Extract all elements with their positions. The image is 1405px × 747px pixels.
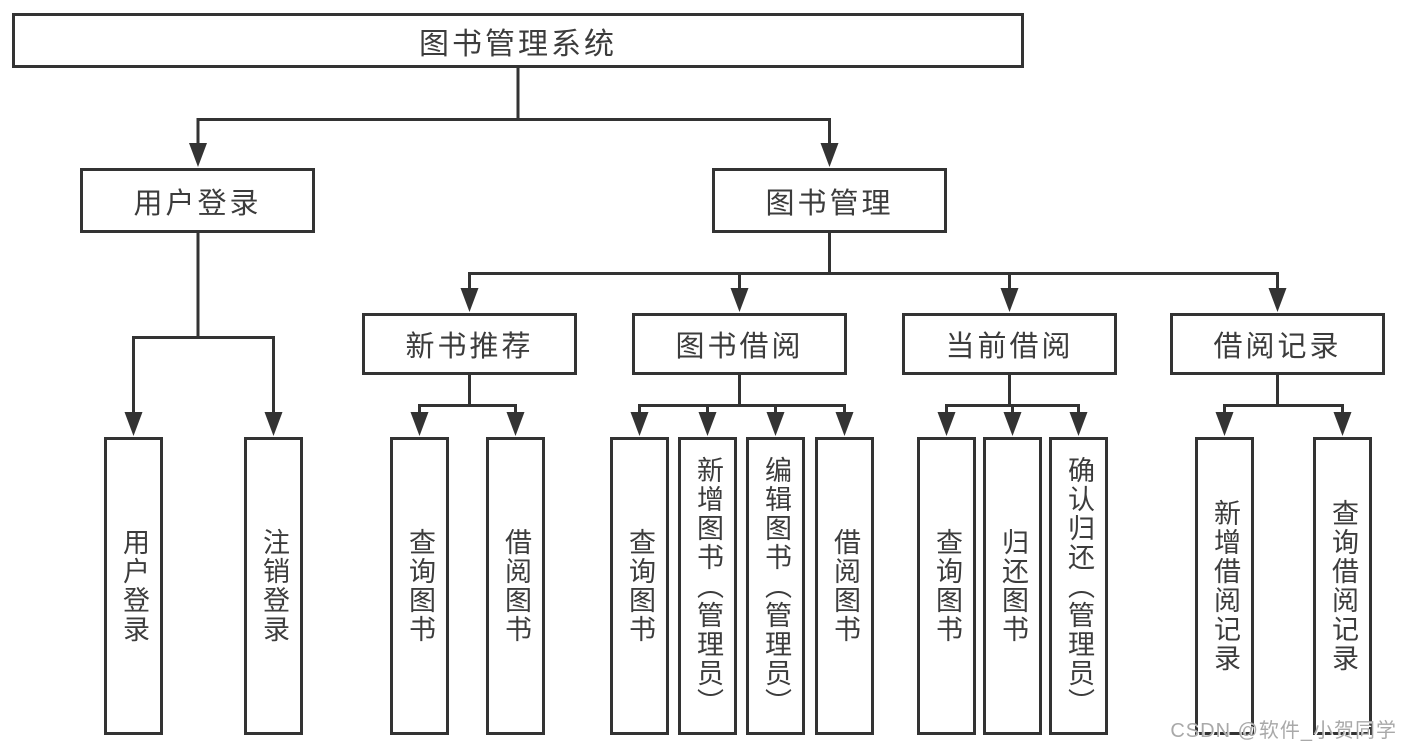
arrowhead [1000, 288, 1019, 312]
leaf-query-books-borrow: 查询图书 [610, 437, 669, 735]
leaf-user-login: 用户登录 [104, 437, 163, 735]
leaf-add-book-admin: 新增图书（管理员） [678, 437, 737, 735]
root-node-library-system: 图书管理系统 [12, 13, 1024, 68]
arrowhead [820, 143, 839, 167]
connector-book-management-children [460, 231, 1287, 312]
connector-new-book-recommend-children [410, 375, 525, 436]
arrowhead [1215, 412, 1234, 436]
leaf-label: 新增图书（管理员） [693, 455, 723, 717]
leaf-borrow-books: 借阅图书 [815, 437, 874, 735]
arrowhead [460, 288, 479, 312]
leaf-return-book: 归还图书 [983, 437, 1042, 735]
leaf-add-borrow-record: 新增借阅记录 [1195, 437, 1254, 735]
csdn-watermark: CSDN @软件_小贺同学 [1170, 720, 1397, 742]
leaf-label: 查询图书 [625, 528, 655, 644]
leaf-confirm-return-admin: 确认归还（管理员） [1049, 437, 1108, 735]
leaf-label: 借阅图书 [830, 528, 860, 644]
leaf-query-borrow-record: 查询借阅记录 [1313, 437, 1372, 735]
arrowhead [1333, 412, 1352, 436]
arrowhead [630, 412, 649, 436]
node-borrow-records: 借阅记录 [1170, 313, 1385, 375]
node-label: 新书推荐 [405, 331, 534, 363]
leaf-logout: 注销登录 [244, 437, 303, 735]
arrowhead [766, 412, 785, 436]
arrowhead [1069, 412, 1088, 436]
arrowhead [1003, 412, 1022, 436]
connector-current-borrow-children [937, 375, 1088, 436]
root-node-label: 图书管理系统 [419, 27, 617, 61]
arrowhead [1268, 288, 1287, 312]
leaf-label: 确认归还（管理员） [1064, 455, 1094, 717]
arrowhead [410, 412, 429, 436]
node-book-management: 图书管理 [712, 168, 947, 233]
arrowhead [730, 288, 749, 312]
leaf-label: 用户登录 [119, 528, 149, 644]
leaf-label: 编辑图书（管理员） [761, 455, 791, 717]
leaf-borrow-books-recommend: 借阅图书 [486, 437, 545, 735]
leaf-label: 新增借阅记录 [1210, 499, 1240, 673]
node-label: 图书借阅 [675, 331, 804, 363]
leaf-label: 借阅图书 [501, 528, 531, 644]
leaf-query-books-current: 查询图书 [917, 437, 976, 735]
node-new-book-recommend: 新书推荐 [362, 313, 577, 375]
node-book-borrow: 图书借阅 [632, 313, 847, 375]
leaf-label: 注销登录 [259, 528, 289, 644]
node-label: 借阅记录 [1213, 331, 1342, 363]
connector-borrow-records-children [1215, 375, 1352, 436]
leaf-label: 查询图书 [405, 528, 435, 644]
node-label: 当前借阅 [945, 331, 1074, 363]
connector-root-to-level2 [189, 68, 839, 167]
arrowhead [189, 143, 207, 167]
node-label: 用户登录 [133, 187, 262, 220]
leaf-label: 查询借阅记录 [1328, 499, 1358, 673]
leaf-query-books-recommend: 查询图书 [390, 437, 449, 735]
node-user-login: 用户登录 [80, 168, 315, 233]
node-label: 图书管理 [765, 187, 894, 220]
leaf-label: 归还图书 [998, 528, 1028, 644]
arrowhead [264, 412, 283, 436]
connector-book-borrow-children [630, 375, 854, 436]
arrowhead [835, 412, 854, 436]
connector-user-login-children [124, 233, 283, 436]
arrowhead [937, 412, 956, 436]
arrowhead [698, 412, 717, 436]
arrowhead [124, 412, 143, 436]
leaf-edit-book-admin: 编辑图书（管理员） [746, 437, 805, 735]
node-current-borrow: 当前借阅 [902, 313, 1117, 375]
leaf-label: 查询图书 [932, 528, 962, 644]
arrowhead [506, 412, 525, 436]
